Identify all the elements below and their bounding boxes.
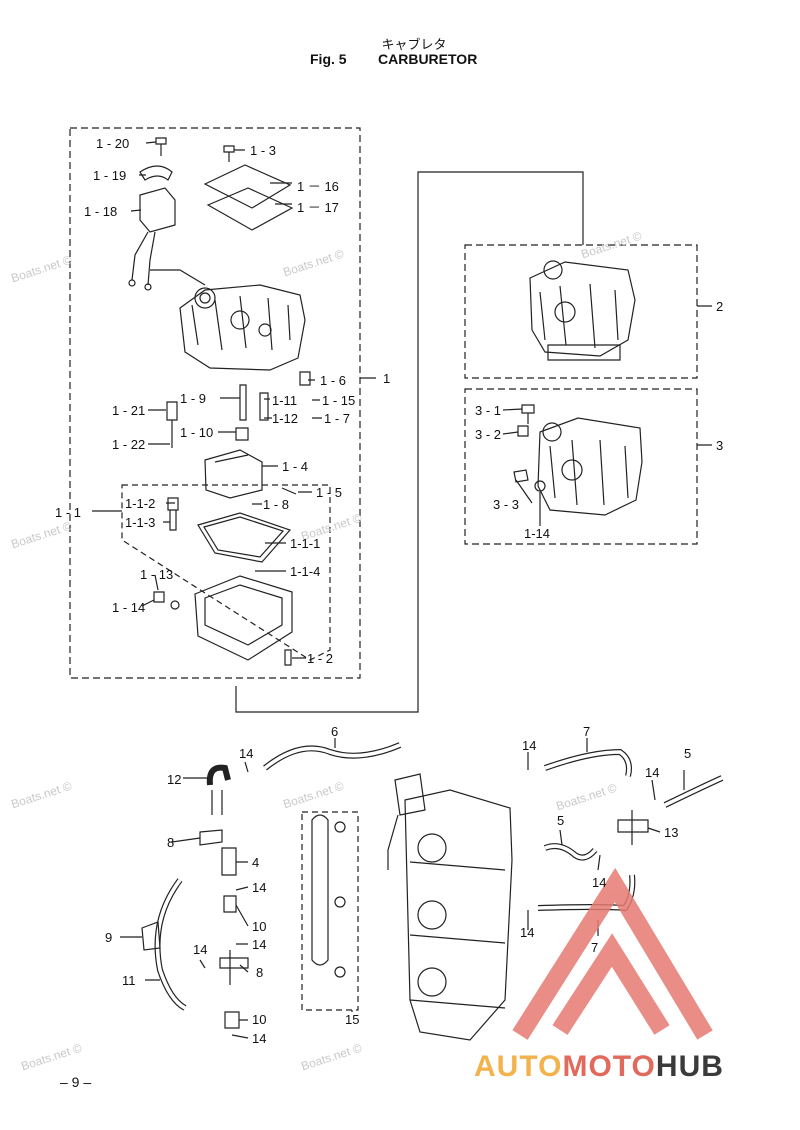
assembly-1-box [69,127,361,679]
part-label: 7 [591,940,599,955]
part-label: 5 [684,746,692,761]
diagram-title: CARBURETOR [378,51,478,67]
part-label: 3 - 3 [493,497,520,512]
part-label: 15 [345,1012,360,1027]
part-label: 14 [193,942,208,957]
part-label: 1 － 16 [297,179,339,194]
part-label: 12 [167,772,182,787]
part-label: 10 [252,1012,267,1027]
part-label: 1 - 9 [180,391,207,406]
part-label: 1 - 20 [96,136,130,151]
part-label: 1 - 21 [112,403,146,418]
part-label: 1 - 19 [93,168,127,183]
part-label: 1 - 10 [180,425,214,440]
part-label: 1-14 [524,526,551,541]
part-label: 14 [239,746,254,761]
part-label: 3 - 1 [475,403,502,418]
part-label: 1-1-2 [125,496,156,511]
part-label: 1-1-3 [125,515,156,530]
part-label: 1 - 15 [322,393,356,408]
part-label: 1 [383,371,391,386]
part-label: 1 - 13 [140,567,174,582]
part-label: 1 - 14 [112,600,146,615]
assembly-1-1-box [121,484,331,661]
part-label: 1 - 6 [320,373,347,388]
title-japanese: キャブレタ [381,38,447,53]
part-label: 1 - 22 [112,437,146,452]
part-label: 1 - 5 [316,485,343,500]
part-label: 14 [520,925,535,940]
part-label: 14 [252,880,267,895]
part-label: 1-11 [272,393,298,408]
part-label: 2 [716,299,724,314]
part-label: 1 - 8 [263,497,290,512]
part-label: 1 - 2 [307,651,334,666]
part-label: 3 [716,438,724,453]
watermark-logo-triangle [512,867,713,1040]
part-label: 3 - 2 [475,427,502,442]
part-label: 8 [167,835,175,850]
logo-part-moto: MOTO [562,1050,656,1083]
automotohub-logo: AUTOMOTOHUB [474,1050,724,1084]
part-label: 14 [252,937,267,952]
part-label: 13 [664,825,679,840]
part-label: 9 [105,930,113,945]
part-label: 14 [592,875,607,890]
part-label: 14 [645,765,660,780]
part-label: 1 - 4 [282,459,309,474]
part-label: 1 - 7 [324,411,351,426]
part-label: 7 [583,724,591,739]
part-label: 1-1-4 [290,564,321,579]
part-label: 6 [331,724,339,739]
part-label: 1 － 17 [297,200,339,215]
logo-part-auto: AUTO [474,1050,563,1083]
logo-part-hub: HUB [655,1050,724,1083]
part-label: 4 [252,855,260,870]
part-label: 11 [122,973,136,988]
page-number: – 9 – [60,1074,92,1090]
assembly-2-box [464,244,698,379]
part-label: 5 [557,813,565,828]
part-label: 1-1-1 [290,536,321,551]
part-label: 10 [252,919,267,934]
part-label: 14 [522,738,537,753]
part-label: 1-12 [272,411,299,426]
part-label: 1 - 18 [84,204,118,219]
assembly-3-box [464,388,698,545]
part-label: 1 - 3 [250,143,277,158]
part-label: 8 [256,965,264,980]
figure-number: Fig. 5 [310,51,347,67]
gasket-15-box [301,811,359,1011]
part-label: 14 [252,1031,267,1046]
part-label: 1 - 1 [55,505,82,520]
